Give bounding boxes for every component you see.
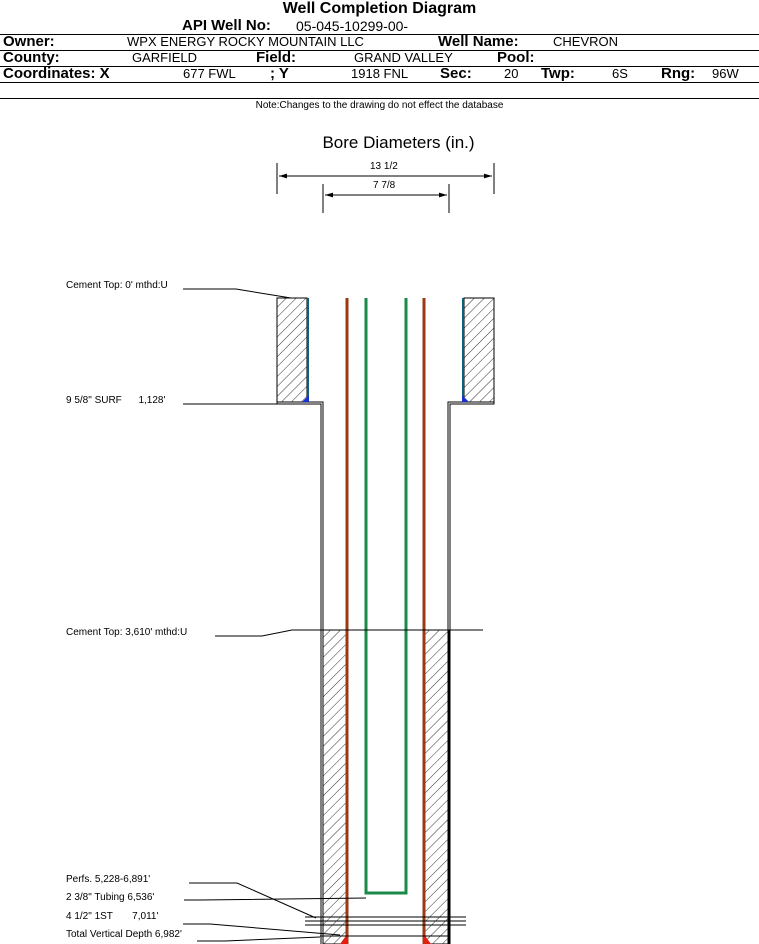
surface-cement-left bbox=[276, 297, 308, 403]
api-label: API Well No: bbox=[182, 17, 271, 34]
header-divider bbox=[0, 98, 759, 99]
bore-diameters-title: Bore Diameters (in.) bbox=[322, 133, 475, 152]
database-note: Note:Changes to the drawing do not effec… bbox=[255, 100, 504, 111]
api-row: API Well No: 05-045-10299-00- bbox=[0, 17, 759, 35]
cement-top-1-label: Cement Top: 0' mthd:U bbox=[66, 280, 168, 291]
inner-bore-label: 7 7/8 bbox=[373, 180, 396, 191]
surface-shoe-left bbox=[302, 395, 309, 402]
leader-cement-top-2 bbox=[215, 629, 483, 637]
twp-label: Twp: bbox=[541, 65, 575, 82]
hole-outline bbox=[276, 298, 495, 944]
owner-label: Owner: bbox=[3, 33, 55, 50]
diagram-title: Well Completion Diagram bbox=[282, 0, 477, 17]
field-value: GRAND VALLEY bbox=[354, 50, 453, 65]
header-divider bbox=[0, 50, 759, 51]
api-value: 05-045-10299-00- bbox=[296, 18, 409, 34]
rng-label: Rng: bbox=[661, 65, 696, 82]
rng-value: 96W bbox=[712, 66, 739, 81]
well-name-label: Well Name: bbox=[438, 33, 519, 50]
surf-casing-label: 9 5/8" SURF 1,128' bbox=[66, 395, 166, 406]
leader-tvd bbox=[197, 936, 321, 942]
inner-bore-dimension bbox=[322, 184, 450, 213]
owner-row: Owner: WPX ENERGY ROCKY MOUNTAIN LLC Wel… bbox=[0, 34, 759, 50]
field-label: Field: bbox=[256, 49, 296, 66]
coord-y-label: ; Y bbox=[270, 65, 289, 82]
twp-value: 6S bbox=[612, 66, 628, 81]
tvd-label: Total Vertical Depth 6,982' bbox=[66, 929, 182, 940]
coord-x-value: 677 FWL bbox=[183, 66, 236, 81]
owner-value: WPX ENERGY ROCKY MOUNTAIN LLC bbox=[127, 34, 364, 49]
pool-label: Pool: bbox=[497, 49, 535, 66]
county-label: County: bbox=[3, 49, 60, 66]
perforations bbox=[305, 916, 466, 926]
surface-cement-right bbox=[463, 297, 495, 403]
coordinates-row: Coordinates: X 677 FWL ; Y 1918 FNL Sec:… bbox=[0, 66, 759, 82]
county-row: County: GARFIELD Field: GRAND VALLEY Poo… bbox=[0, 50, 759, 66]
leader-production-casing bbox=[183, 923, 341, 936]
leader-tubing bbox=[184, 897, 367, 901]
coord-y-value: 1918 FNL bbox=[351, 66, 409, 81]
sec-value: 20 bbox=[504, 66, 519, 81]
header-divider bbox=[0, 66, 759, 67]
sec-label: Sec: bbox=[440, 65, 472, 82]
perfs-label: Perfs. 5,228-6,891' bbox=[66, 874, 151, 885]
cement-top-2-label: Cement Top: 3,610' mthd:U bbox=[66, 627, 188, 638]
surface-shoe-right bbox=[462, 395, 469, 402]
leader-cement-top-1 bbox=[183, 288, 292, 299]
coord-x-label: Coordinates: X bbox=[3, 65, 110, 82]
production-cement-right bbox=[424, 629, 450, 944]
tubing-string bbox=[364, 298, 408, 895]
hole-outline-inner bbox=[279, 401, 492, 944]
outer-bore-dimension bbox=[276, 163, 495, 194]
header-divider bbox=[0, 82, 759, 83]
production-cement-left bbox=[322, 629, 348, 944]
well-header-table: API Well No: 05-045-10299-00- Owner: WPX… bbox=[0, 18, 759, 82]
production-casing-label: 4 1/2" 1ST 7,011' bbox=[66, 911, 159, 922]
tubing-label: 2 3/8" Tubing 6,536' bbox=[66, 892, 155, 903]
header-divider bbox=[0, 34, 759, 35]
outer-bore-label: 13 1/2 bbox=[370, 161, 398, 172]
county-value: GARFIELD bbox=[132, 50, 198, 65]
well-name-value: CHEVRON bbox=[553, 34, 619, 49]
leader-perfs bbox=[189, 882, 317, 919]
